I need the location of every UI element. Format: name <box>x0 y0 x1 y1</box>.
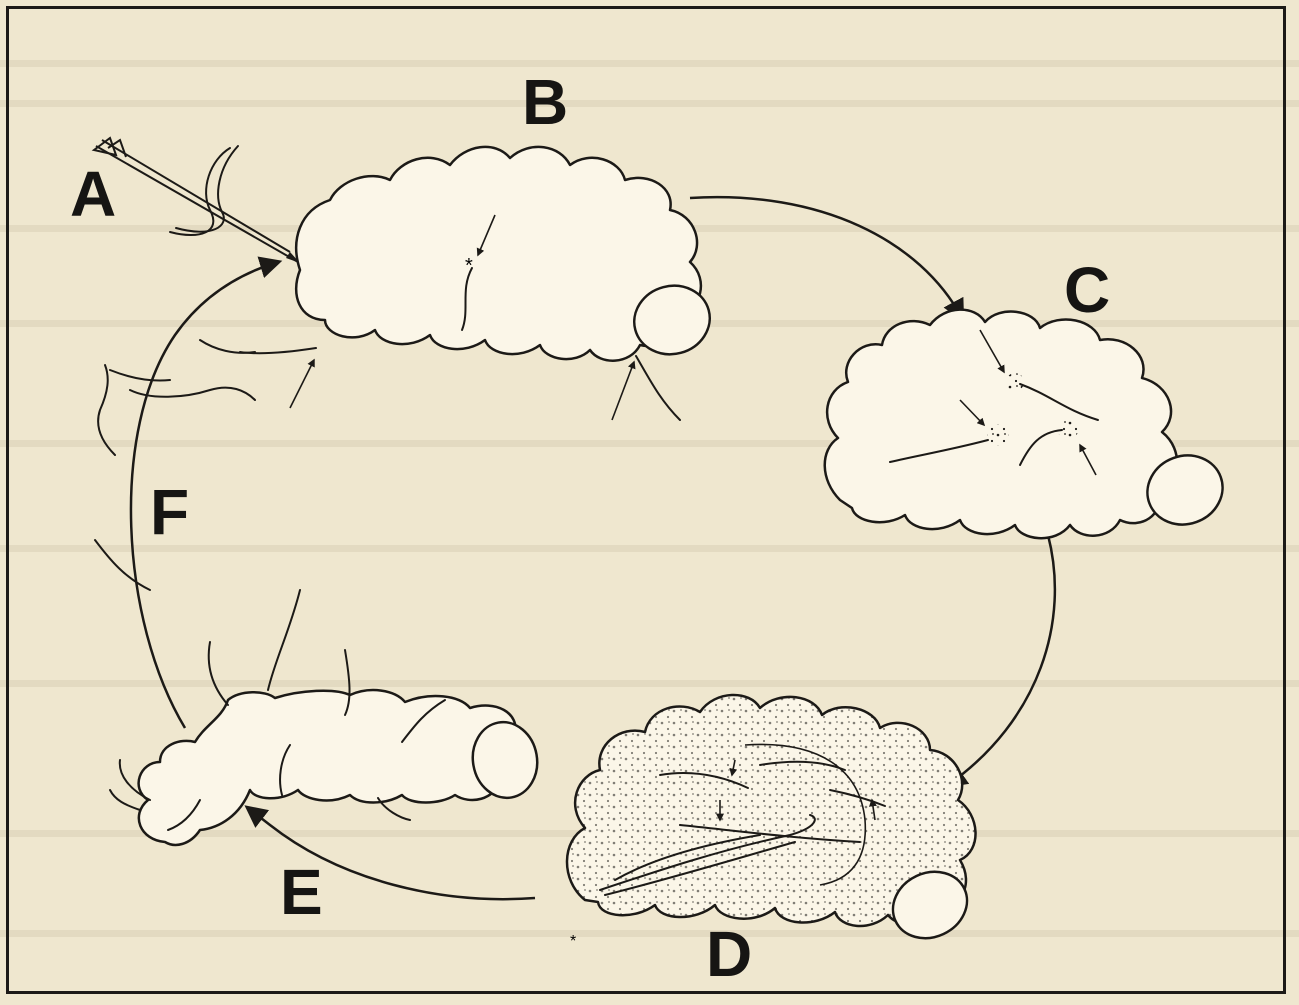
tissue-b: * <box>240 147 718 420</box>
stage-label-c: C <box>1064 258 1110 322</box>
arrow-c-to-d <box>948 535 1055 785</box>
larvae-f <box>95 340 255 590</box>
tissue-d: * <box>567 695 978 950</box>
larva-a <box>170 148 230 235</box>
arrow-b-to-c <box>690 197 962 318</box>
stage-label-e: E <box>280 860 323 924</box>
stage-label-a: A <box>70 162 116 226</box>
tissue-e <box>110 590 543 845</box>
tissue-c <box>825 310 1233 539</box>
svg-text:*: * <box>570 933 576 950</box>
svg-text:*: * <box>465 255 473 277</box>
stage-label-b: B <box>522 70 568 134</box>
entry-arrow <box>94 138 300 263</box>
stage-label-d: D <box>706 922 752 986</box>
stage-label-f: F <box>150 480 189 544</box>
